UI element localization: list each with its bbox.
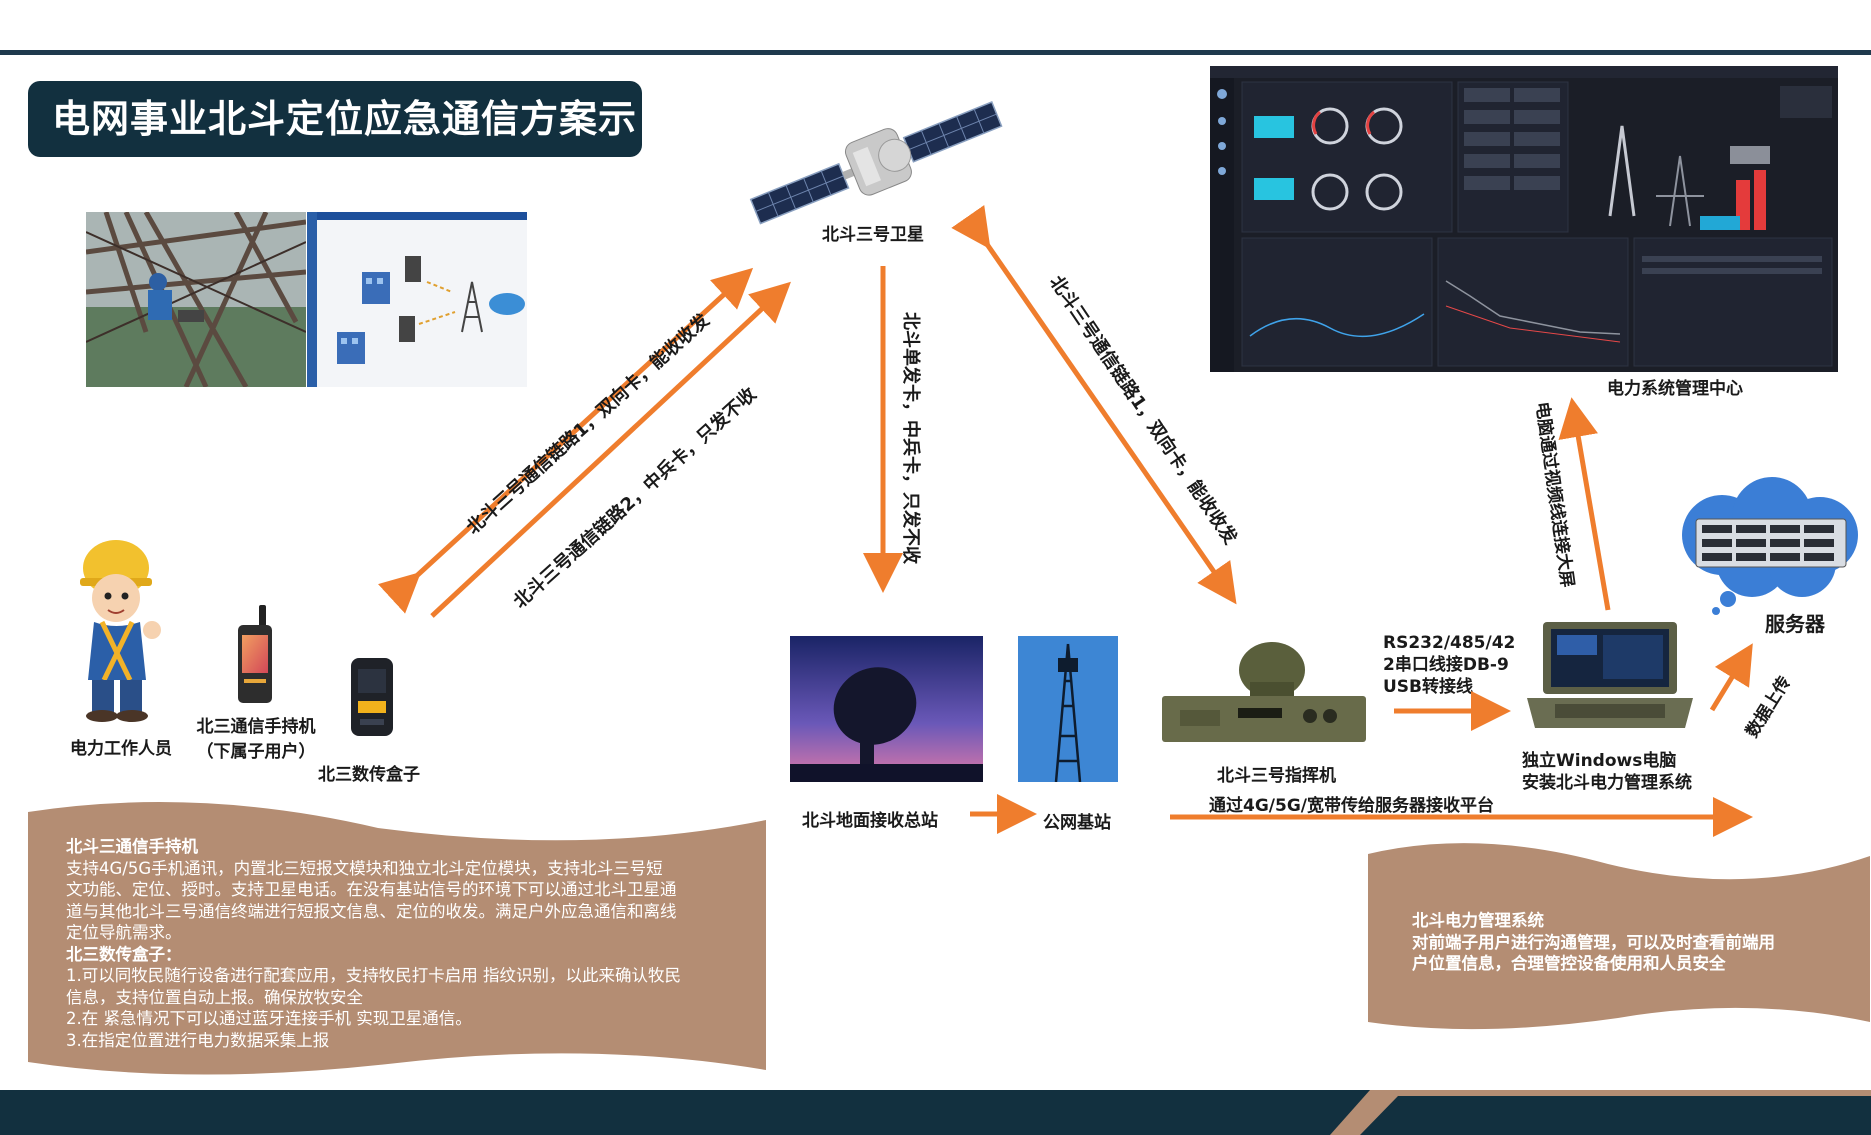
handset-icon bbox=[236, 605, 274, 705]
databox-desc-line: 2.在 紧急情况下可以通过蓝牙连接手机 实现卫星通信。 bbox=[66, 1009, 472, 1028]
tower-worker-photo bbox=[86, 212, 306, 387]
databox-icon bbox=[350, 657, 394, 737]
ground-station-label: 北斗地面接收总站 bbox=[802, 811, 938, 831]
computer-label-line2: 安装北斗电力管理系统 bbox=[1522, 773, 1692, 793]
management-desc-line: 对前端子用户进行沟通管理，可以及时查看前端用 bbox=[1412, 932, 1775, 952]
computer-label: 独立Windows电脑 安装北斗电力管理系统 bbox=[1522, 750, 1692, 794]
center-label: 电力系统管理中心 bbox=[1607, 379, 1743, 399]
arrow-video bbox=[1558, 397, 1611, 611]
handset-label-line2: （下属子用户） bbox=[196, 742, 316, 762]
databox-desc-line: 信息，支持位置自动上报。确保放牧安全 bbox=[66, 987, 363, 1007]
page-title: 电网事业北斗定位应急通信方案示意 bbox=[28, 81, 642, 217]
handset-label-line1: 北三通信手持机 bbox=[196, 717, 316, 737]
arrow-link1-left bbox=[378, 267, 754, 614]
public-station-photo bbox=[1018, 636, 1118, 782]
commander-label: 北斗三号指挥机 bbox=[1217, 766, 1336, 786]
serial-line-2: 2串口线接DB-9 bbox=[1383, 655, 1509, 675]
public-station-label: 公网基站 bbox=[1043, 813, 1111, 833]
databox-label: 北三数传盒子 bbox=[318, 765, 420, 785]
arrow-link2-left bbox=[430, 281, 791, 618]
satellite-label: 北斗三号卫星 bbox=[822, 225, 924, 245]
top-divider bbox=[0, 50, 1871, 55]
management-desc-line: 户位置信息，合理管控设备使用和人员安全 bbox=[1412, 954, 1726, 973]
handset-desc-line: 文功能、定位、授时。支持卫星电话。在没有基站信号的环境下可以通过北斗卫星通 bbox=[66, 880, 677, 899]
server-label: 服务器 bbox=[1765, 612, 1825, 636]
serial-line-1: RS232/485/42 bbox=[1383, 633, 1516, 653]
worker-illustration bbox=[72, 530, 167, 722]
computer-label-line1: 独立Windows电脑 bbox=[1522, 751, 1677, 771]
serial-line-3: USB转接线 bbox=[1383, 677, 1474, 697]
bottom-accent bbox=[1330, 1090, 1871, 1135]
management-dashboard-screenshot bbox=[1210, 66, 1838, 372]
databox-desc-heading: 北三数传盒子： bbox=[66, 944, 182, 964]
rugged-laptop bbox=[1525, 620, 1695, 730]
right-description: 北斗电力管理系统 对前端子用户进行沟通管理，可以及时查看前端用 户位置信息，合理… bbox=[1412, 910, 1832, 975]
arrow-link1-right bbox=[951, 205, 1237, 605]
handset-label: 北三通信手持机 （下属子用户） bbox=[196, 712, 316, 762]
databox-desc-line: 3.在指定位置进行电力数据采集上报 bbox=[66, 1030, 330, 1050]
handset-desc-heading: 北斗三通信手持机 bbox=[66, 837, 198, 856]
left-description-blob bbox=[28, 802, 766, 1075]
serial-connection-text: RS232/485/42 2串口线接DB-9 USB转接线 bbox=[1383, 632, 1515, 698]
handset-desc-line: 定位导航需求。 bbox=[66, 923, 182, 942]
commander-device bbox=[1160, 640, 1368, 745]
worker-label: 电力工作人员 bbox=[70, 739, 172, 759]
databox-desc-line: 1.可以同牧民随行设备进行配套应用，支持牧民打卡启用 指纹识别，以此来确认牧民 bbox=[66, 966, 681, 985]
ground-station-photo bbox=[790, 636, 983, 782]
right-description-blob bbox=[1368, 843, 1870, 1030]
handset-desc-line: 支持4G/5G手机通讯，内置北三短报文模块和独立北斗定位模块，支持北斗三号短 bbox=[66, 858, 663, 878]
server-cloud-icon bbox=[1672, 475, 1864, 615]
handset-desc-line: 道与其他北斗三号通信终端进行短报文信息、定位的收发。满足户外应急通信和离线 bbox=[66, 901, 677, 921]
single-down-text: 北斗单发卡，中兵卡，只发不收 bbox=[900, 312, 921, 564]
network-link-text: 通过4G/5G/宽带传给服务器接收平台 bbox=[1209, 796, 1494, 816]
arrow-upload bbox=[1709, 643, 1753, 712]
left-description: 北斗三通信手持机 支持4G/5G手机通讯，内置北三短报文模块和独立北斗定位模块，… bbox=[66, 836, 746, 1051]
management-desc-heading: 北斗电力管理系统 bbox=[1412, 911, 1544, 930]
satellite-icon bbox=[745, 95, 1005, 225]
